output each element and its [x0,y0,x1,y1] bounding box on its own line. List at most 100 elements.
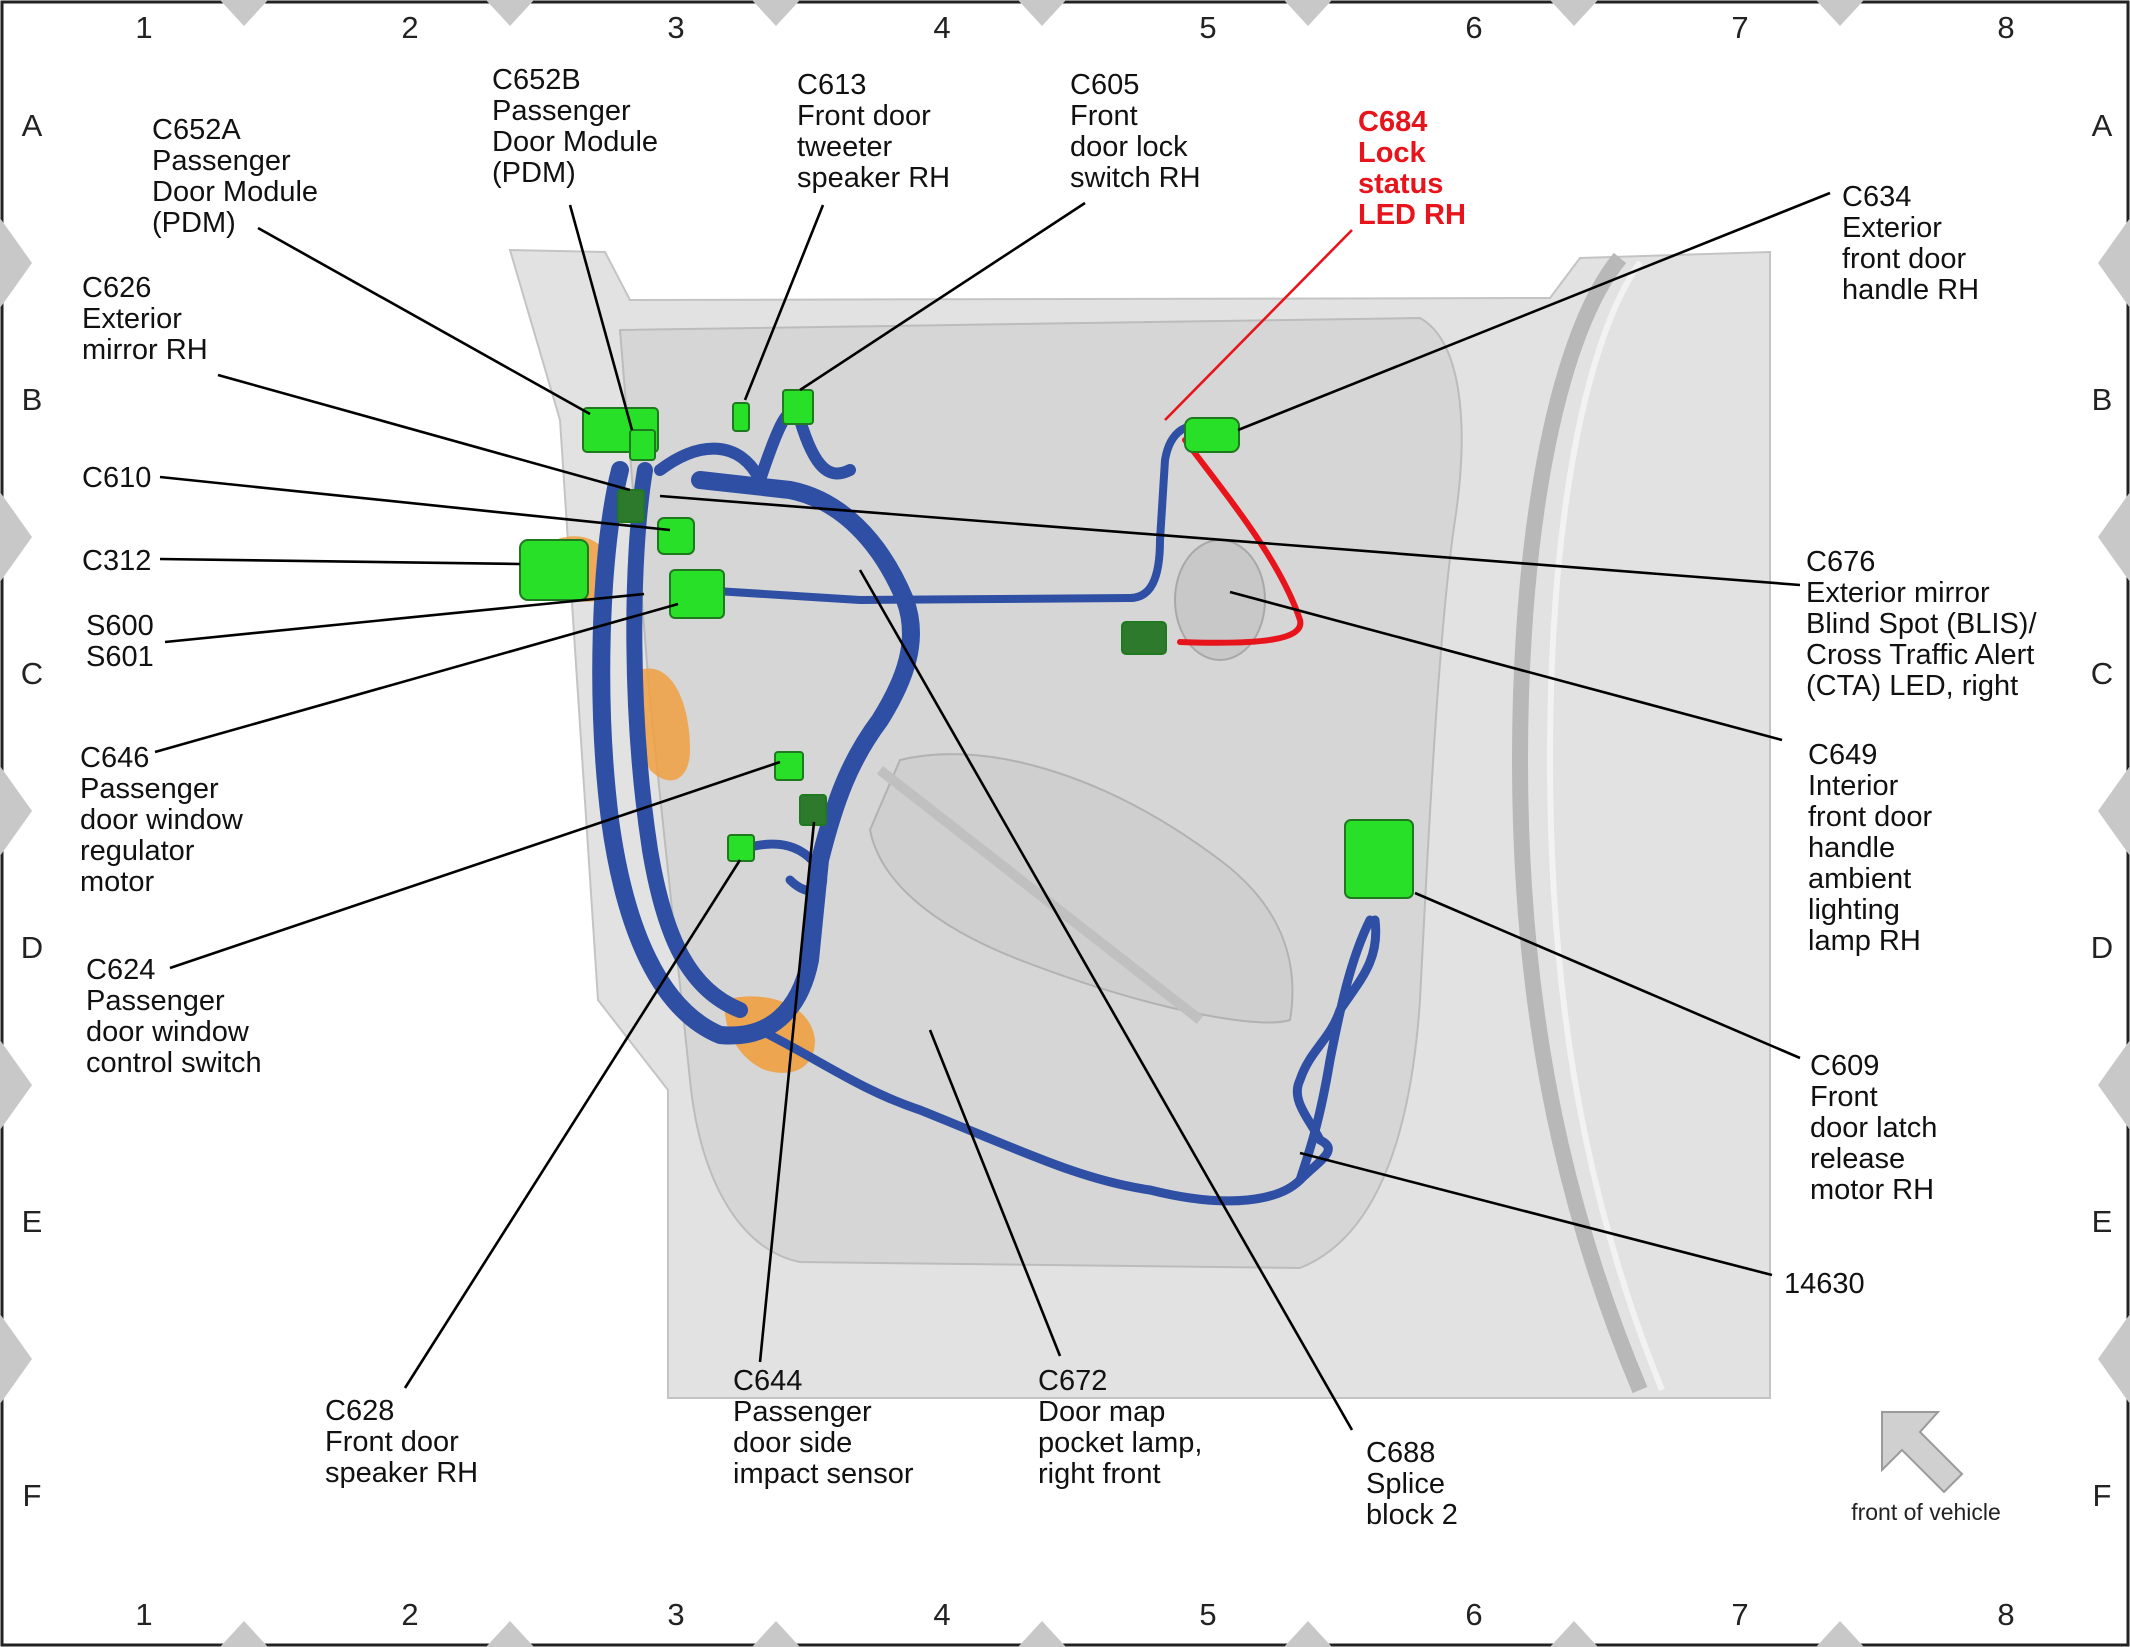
grid-column-labels: 1 2 3 4 5 6 7 8 1 2 3 4 5 6 7 8 [135,10,2014,1632]
connector-c634 [1184,417,1240,453]
grid-row-right-c: C [2091,656,2113,691]
callout-c676-line-2: Exterior mirror [1806,577,1990,609]
grid-row-left-a: A [22,108,43,143]
connectors [519,389,1414,899]
callout-c609-line-2: Front [1810,1081,1878,1113]
callout-c649-line-7: lamp RH [1808,925,1921,957]
grid-row-right-e: E [2092,1204,2113,1239]
connector-c652b [629,429,656,461]
callout-c672-line-2: Door map [1038,1396,1165,1428]
callout-c609-line-5: motor RH [1810,1174,1934,1206]
connector-c628 [727,834,755,862]
callout-c688-line-3: block 2 [1366,1499,1458,1531]
callout-c628-line-3: speaker RH [325,1457,478,1489]
leader-c672 [928,1029,1062,1357]
callout-c646-line-5: motor [80,866,154,898]
grid-row-left-f: F [23,1478,42,1513]
callout-c672-line-1: C672 [1038,1365,1107,1397]
door-frame-edge [1511,252,1648,1394]
callout-c646-line-2: Passenger [80,773,219,805]
leader-lines [154,191,1831,1431]
grid-col-top-6: 6 [1465,10,1482,45]
callout-c624-line-1: C624 [86,954,155,986]
callout-c676: C676 Exterior mirror Blind Spot (BLIS)/ … [1806,546,2045,702]
leader-c624 [169,760,781,970]
callout-s600-line-1: S600 [86,610,154,642]
leader-c626 [217,373,631,492]
callout-c649: C649 Interior front door handle ambient … [1808,739,1940,957]
callout-c649-line-5: ambient [1808,863,1911,895]
callout-c626-line-1: C626 [82,272,151,304]
grid-row-left-d: D [21,930,43,965]
leader-c634 [1237,191,1831,432]
front-of-vehicle-label: front of vehicle [1851,1499,2001,1525]
callout-c609-line-1: C609 [1810,1050,1879,1082]
leader-c610 [159,475,671,532]
callout-c676-line-4: Cross Traffic Alert [1806,639,2034,671]
leader-c684 [1164,229,1353,421]
grid-col-bottom-1: 1 [135,1597,152,1632]
grid-row-left-c: C [21,656,43,691]
callout-14630-line-1: 14630 [1784,1268,1865,1300]
grid-col-top-5: 5 [1199,10,1216,45]
connector-c605 [782,389,814,425]
grid-col-bottom-2: 2 [401,1597,418,1632]
grid-row-right-a: A [2092,108,2113,143]
grid-col-top-3: 3 [667,10,684,45]
connector-c613 [732,402,750,432]
callout-c624-line-4: control switch [86,1047,262,1079]
callout-c649-line-3: front door [1808,801,1932,833]
grid-row-right-d: D [2091,930,2113,965]
callout-c652b-line-1: C652B [492,64,581,96]
leader-c605 [799,201,1086,392]
callout-c605: C605 Front door lock switch RH [1070,69,1201,194]
callout-c610-line-1: C610 [82,462,151,494]
callout-c652a-line-3: Door Module [152,176,318,208]
callout-c634-line-4: handle RH [1842,274,1979,306]
callout-c626-line-2: Exterior [82,303,182,335]
leader-14630 [1299,1151,1773,1277]
callout-c652b: C652B Passenger Door Module (PDM) [492,64,666,189]
callout-c312: C312 [82,545,151,577]
leader-c644 [758,821,816,1363]
harness-red-lead [1177,437,1304,646]
grid-col-bottom-5: 5 [1199,1597,1216,1632]
connector-c624 [774,751,804,781]
callout-c652a-line-4: (PDM) [152,207,236,239]
connector-c649 [1344,819,1414,899]
connector-c312 [519,539,589,601]
grid-col-top-8: 8 [1997,10,2014,45]
callout-c610: C610 [82,462,151,494]
grid-col-top-2: 2 [401,10,418,45]
callout-c649-line-6: lighting [1808,894,1900,926]
leader-c609 [1414,891,1801,1060]
callout-c644-line-1: C644 [733,1365,802,1397]
callout-14630: 14630 [1784,1268,1865,1300]
callout-c605-line-1: C605 [1070,69,1139,101]
callout-c609: C609 Front door latch release motor RH [1810,1050,1945,1206]
callout-c672-line-3: pocket lamp, [1038,1427,1202,1459]
harness-lower-run-right [1295,915,1375,1185]
grid-col-bottom-7: 7 [1731,1597,1748,1632]
door-illustration [508,248,1771,1399]
callout-c613-line-4: speaker RH [797,162,950,194]
callout-c634-line-2: Exterior [1842,212,1942,244]
callout-c628-line-1: C628 [325,1395,394,1427]
callout-c628-line-2: Front door [325,1426,459,1458]
grid-col-top-1: 1 [135,10,152,45]
callout-c646-line-1: C646 [80,742,149,774]
grid-col-bottom-4: 4 [933,1597,950,1632]
callout-c613-line-2: Front door [797,100,931,132]
door-frame-edge-inner [1546,260,1665,1392]
grid-col-top-7: 7 [1731,10,1748,45]
callout-c652a-line-2: Passenger [152,145,291,177]
callout-c676-line-1: C676 [1806,546,1875,578]
leader-c628 [403,859,742,1389]
callout-c646: C646 Passenger door window regulator mot… [80,742,251,898]
callout-c672-line-4: right front [1038,1458,1161,1490]
callout-c644-line-2: Passenger [733,1396,872,1428]
callout-c652a: C652A Passenger Door Module (PDM) [152,114,326,239]
connector-c610 [657,517,695,555]
leader-c676 [659,494,1801,587]
callout-c649-line-2: Interior [1808,770,1899,802]
